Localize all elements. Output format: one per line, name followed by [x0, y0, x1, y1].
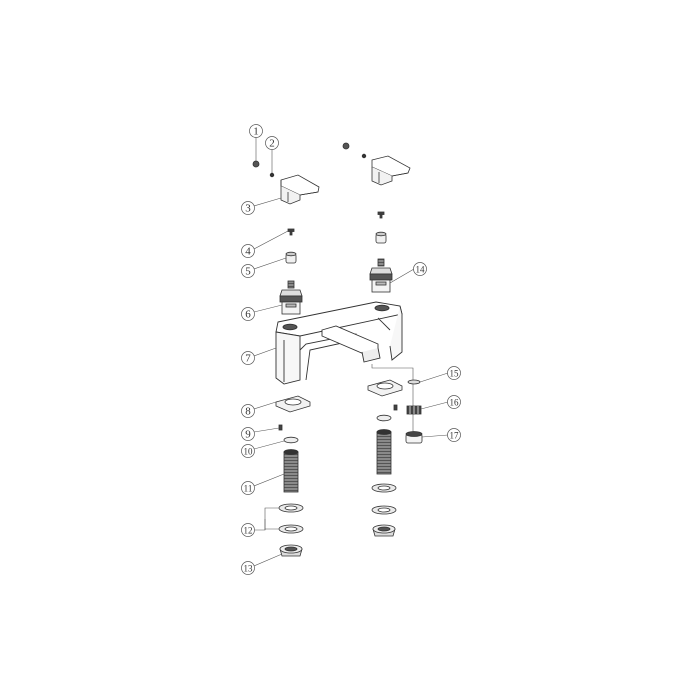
callout-14: 14 — [413, 262, 427, 276]
svg-text:8: 8 — [245, 406, 251, 418]
right-lever-handle — [371, 155, 411, 186]
callout-17: 17 — [447, 428, 461, 442]
part-11-threaded-shank — [283, 449, 299, 493]
part-15-aerator-washer — [407, 379, 421, 385]
svg-text:9: 9 — [245, 429, 251, 441]
leader-lines — [253, 137, 449, 567]
right-screw — [377, 211, 385, 219]
left-cartridge-hole — [282, 323, 298, 331]
svg-text:6: 6 — [245, 309, 251, 321]
svg-text:5: 5 — [245, 266, 251, 278]
callout-12: 12 — [241, 523, 255, 537]
callout-8: 8 — [241, 404, 255, 418]
callout-7: 7 — [241, 351, 255, 365]
callout-15: 15 — [447, 366, 461, 380]
right-o-ring — [376, 414, 392, 422]
svg-text:14: 14 — [416, 265, 426, 275]
part-14-cartridge — [369, 258, 393, 293]
callout-6: 6 — [241, 307, 255, 321]
part-10-o-ring — [283, 436, 299, 444]
svg-text:13: 13 — [244, 564, 254, 574]
part-2-grub-screw — [269, 172, 275, 178]
left-mounting-kit — [275, 395, 311, 557]
part-4-screw — [287, 228, 295, 236]
callout-5: 5 — [241, 264, 255, 278]
svg-text:12: 12 — [244, 526, 253, 536]
callout-9: 9 — [241, 427, 255, 441]
part-3-lever-handle — [280, 174, 320, 205]
part-8-base-plate — [275, 395, 311, 413]
svg-text:16: 16 — [450, 398, 460, 408]
svg-text:7: 7 — [245, 353, 251, 365]
right-spline-adaptor — [375, 231, 387, 244]
callout-3: 3 — [241, 201, 255, 215]
svg-text:4: 4 — [245, 246, 251, 258]
right-washers — [371, 483, 397, 515]
part-7-tap-body — [275, 301, 403, 385]
part-9-fixing-screw — [278, 424, 283, 431]
svg-text:3: 3 — [245, 203, 251, 215]
callouts: 1 2 3 4 5 6 7 8 9 10 11 12 13 14 15 16 1… — [241, 124, 461, 575]
right-fixing-screw — [393, 404, 398, 411]
part-17-aerator-housing — [405, 431, 423, 444]
svg-text:15: 15 — [450, 369, 460, 379]
callout-4: 4 — [241, 244, 255, 258]
callout-11: 11 — [241, 481, 255, 495]
svg-text:1: 1 — [253, 126, 259, 138]
right-cartridge-hole — [374, 304, 390, 312]
part-13-back-nut — [279, 544, 303, 557]
part-16-aerator-insert — [406, 405, 422, 415]
svg-text:17: 17 — [450, 431, 460, 441]
right-grub-screw — [361, 153, 367, 159]
callout-13: 13 — [241, 561, 255, 575]
callout-16: 16 — [447, 395, 461, 409]
right-back-nut — [372, 524, 396, 537]
aerator-axis-line — [371, 364, 414, 438]
part-12-washers — [278, 503, 304, 534]
callout-2: 2 — [265, 136, 279, 150]
svg-text:2: 2 — [269, 138, 275, 150]
svg-text:10: 10 — [244, 447, 254, 457]
left-handle-assembly — [252, 160, 320, 315]
callout-1: 1 — [249, 124, 263, 138]
callout-10: 10 — [241, 444, 255, 458]
right-handle-assembly — [342, 142, 411, 293]
right-base-plate — [367, 379, 403, 397]
part-6-cartridge — [279, 280, 303, 315]
right-cap — [342, 142, 350, 150]
right-threaded-shank — [376, 429, 392, 475]
right-mounting-kit — [367, 364, 423, 537]
part-5-spline-adaptor — [285, 251, 297, 264]
svg-text:11: 11 — [244, 484, 253, 494]
part-1-cap — [252, 160, 260, 168]
